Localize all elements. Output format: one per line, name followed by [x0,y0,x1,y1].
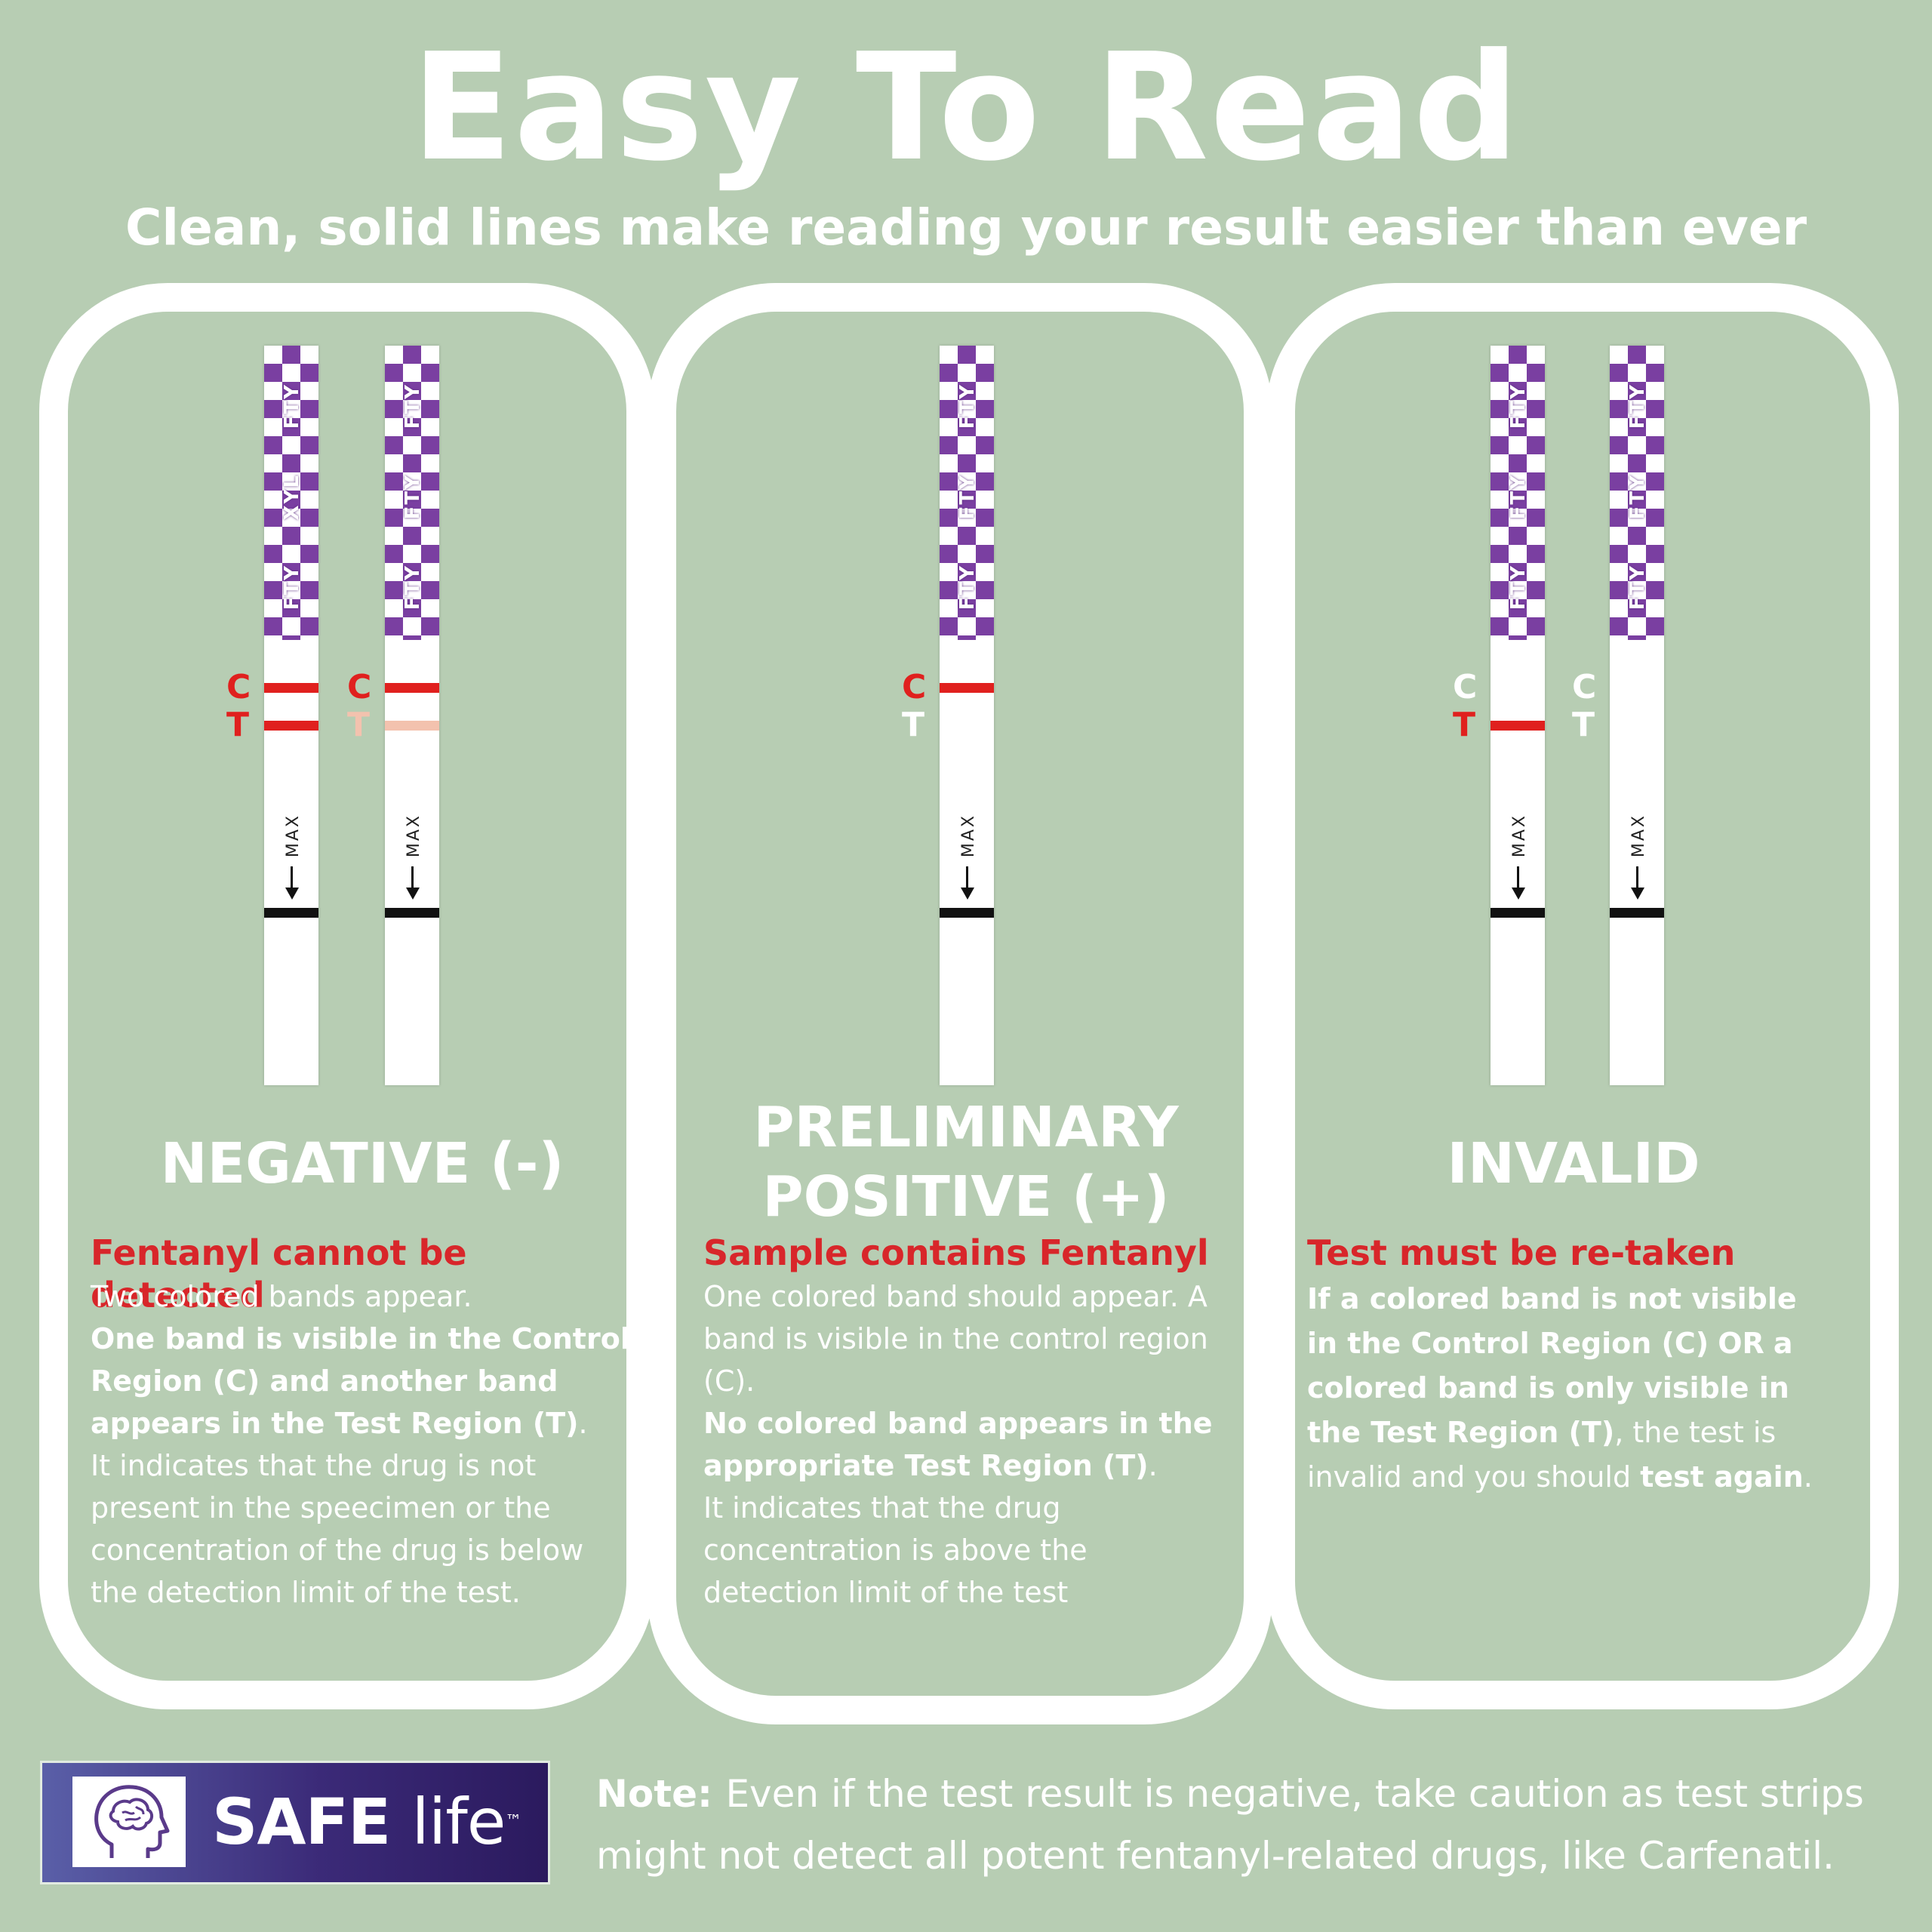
positive-title-line2: POSITIVE (+) [762,1164,1170,1229]
control-letter: C [1572,668,1597,706]
strip-checker-pattern [1491,346,1545,640]
test-letter: T [226,706,250,744]
control-letter: C [226,668,251,706]
strip-checker-pattern [385,346,439,640]
invalid-b2: a colored band is only visible in the Te… [1307,1327,1793,1449]
invalid-title: INVALID [1447,1131,1700,1196]
strip-code-label: FTY [281,383,303,429]
strip-code-label: FTY [1626,565,1649,611]
note-label: Note: [596,1772,713,1816]
test-band [1491,721,1545,731]
control-letter: C [347,668,372,706]
positive-p1: One colored band should appear. A band i… [703,1280,1208,1398]
positive-description: One colored band should appear. A band i… [703,1275,1232,1614]
max-line [385,908,439,918]
invalid-b3: test again [1640,1460,1804,1494]
logo-trademark: ™ [505,1812,521,1831]
invalid-mid: , the test is invalid and you should [1307,1416,1777,1494]
max-line [1491,908,1545,918]
strip-code-label: FTY [956,474,979,520]
positive-p2-end: . [1148,1449,1158,1482]
invalid-or: OR [1718,1327,1764,1360]
strip-code-label: FTY [1507,474,1530,520]
positive-p2: No colored band appears in the appropria… [703,1402,1232,1487]
invalid-strip-1: FTY FTY FTY MAX [1491,346,1545,1085]
strip-checker-pattern [1610,346,1664,640]
invalid-end: . [1803,1460,1813,1494]
max-line [1610,908,1664,918]
test-letter: T [902,706,925,744]
negative-p2-bold: One band is visible in the Control Regio… [91,1322,630,1440]
negative-subtitle: Fentanyl cannot be detected [91,1232,467,1315]
strip-code-label: FTY [1626,474,1649,520]
strip-code-label: FTY [1507,565,1530,611]
invalid-p1: If a colored band is not visible in the … [1307,1277,1820,1500]
arrow-down-icon [403,866,420,900]
max-line [940,908,994,918]
max-label: MAX [1510,814,1529,858]
positive-subtitle: Sample contains Fentanyl [703,1232,1209,1273]
test-letter: T [1572,706,1595,744]
negative-p2-end: . [578,1407,588,1440]
brain-head-icon [72,1777,186,1867]
strip-code-label: FTY [1626,383,1649,429]
control-band [385,683,439,693]
positive-strip: FTY FTY FTY MAX [940,346,994,1085]
arrow-down-icon [282,866,299,900]
control-band [264,683,318,693]
invalid-b1: If a colored band is not visible in the … [1307,1282,1797,1360]
note-text: Even if the test result is negative, tak… [596,1772,1864,1878]
test-band [385,721,439,731]
positive-title: PRELIMINARY POSITIVE (+) [694,1093,1238,1232]
strip-checker-pattern [264,346,318,640]
note: Note: Even if the test result is negativ… [596,1763,1894,1887]
negative-strip-2: FTY FTY FTY MAX [385,346,439,1085]
max-label: MAX [1629,814,1648,858]
strip-code-label: FTY [956,565,979,611]
strip-code-label: FTY [956,383,979,429]
arrow-down-icon [1509,866,1525,900]
page-title: Easy To Read [411,22,1521,194]
strip-checker-pattern [940,346,994,640]
page-subtitle: Clean, solid lines make reading your res… [125,198,1807,257]
strip-code-label: FTY [281,565,303,611]
arrow-down-icon [1628,866,1644,900]
positive-title-line1: PRELIMINARY [753,1095,1179,1160]
negative-strip-1: FTY XYL FTY MAX [264,346,318,1085]
negative-p1: Two colored bands appear. [91,1280,472,1313]
negative-p3: It indicates that the drug is not presen… [91,1449,584,1609]
strip-code-label: FTY [401,474,424,520]
arrow-down-icon [958,866,974,900]
invalid-description: If a colored band is not visible in the … [1307,1277,1820,1500]
control-letter: C [902,668,927,706]
strip-code-label: FTY [401,565,424,611]
control-letter: C [1453,668,1478,706]
strip-code-label: FTY [1507,383,1530,429]
invalid-strip-2: FTY FTY FTY MAX [1610,346,1664,1085]
negative-p2: One band is visible in the Control Regio… [91,1318,635,1444]
max-label: MAX [284,814,303,858]
control-band [940,683,994,693]
safe-life-logo: SAFE life™ [42,1763,548,1882]
invalid-card [1266,283,1899,1709]
negative-title: NEGATIVE (-) [160,1131,565,1196]
invalid-subtitle: Test must be re-taken [1307,1232,1736,1273]
logo-safe: SAFE [212,1785,391,1859]
test-letter: T [347,706,371,744]
positive-p3: It indicates that the drug concentration… [703,1491,1088,1609]
logo-wordmark: SAFE life™ [212,1784,521,1860]
max-line [264,908,318,918]
test-letter: T [1453,706,1476,744]
logo-life: life [411,1785,506,1859]
max-label: MAX [959,814,978,858]
max-label: MAX [405,814,423,858]
strip-code-label: XYL [281,474,303,521]
strip-code-label: FTY [401,383,424,429]
negative-description: Two colored bands appear. One band is vi… [91,1275,635,1614]
test-band [264,721,318,731]
positive-p2-bold: No colored band appears in the appropria… [703,1407,1213,1482]
